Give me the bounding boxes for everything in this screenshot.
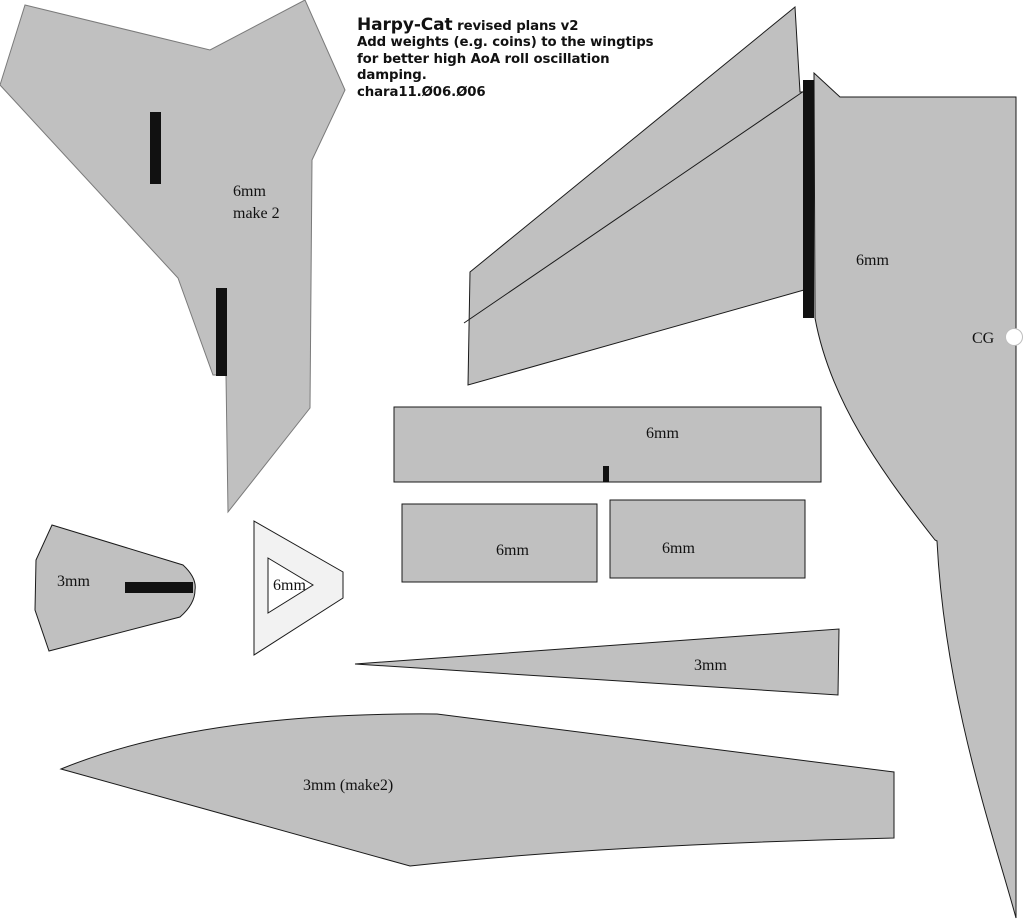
fin-slot-upper: [150, 112, 161, 184]
title-block: Harpy-Cat revised plans v2 Add weights (…: [357, 17, 654, 101]
side-strake-part: 3mm (make2): [59, 713, 895, 867]
long-rect-thickness-label: 6mm: [646, 425, 679, 442]
author-date-line: chara11.Ø06.Ø06: [357, 84, 486, 100]
fin-quantity-label: make 2: [233, 205, 280, 222]
trapezoid-frame-thickness-label: 6mm: [273, 577, 306, 594]
fuselage-outline: [813, 71, 1017, 919]
note-line-2: for better high AoA roll oscillation: [357, 51, 610, 67]
rect-right-outline: [609, 499, 806, 579]
sliver-outline: [354, 628, 840, 696]
rect-left-outline: [401, 503, 598, 583]
side-strake-thickness-label: 3mm (make2): [303, 777, 393, 794]
trapezoid-frame-part: 6mm: [253, 520, 344, 656]
nose-piece-outline: [34, 524, 196, 652]
fuselage-thickness-label: 6mm: [856, 252, 889, 269]
cg-label: CG: [972, 330, 995, 347]
wing-hinge-line: [463, 90, 805, 324]
fin-thickness-label: 6mm: [233, 183, 266, 200]
rect-left-thickness-label: 6mm: [496, 542, 529, 559]
sliver-thickness-label: 3mm: [694, 657, 727, 674]
note-line-3: damping.: [357, 68, 427, 84]
sliver-part: 3mm: [354, 628, 840, 696]
note-line-1: Add weights (e.g. coins) to the wingtips: [357, 35, 654, 51]
rect-right-part: 6mm: [609, 499, 806, 579]
fin-outline: [0, 0, 346, 514]
rect-left-part: 6mm: [401, 503, 598, 583]
cg-marker-icon: [1005, 328, 1023, 346]
fuselage-part: 6mm CG: [803, 71, 1023, 919]
rect-right-thickness-label: 6mm: [662, 540, 695, 557]
nose-piece-thickness-label: 3mm: [57, 573, 90, 590]
long-rect-slot: [603, 466, 609, 482]
fin-part: 6mm make 2: [0, 0, 346, 514]
project-subtitle: revised plans v2: [457, 19, 579, 34]
long-rect-part: 6mm: [393, 406, 822, 483]
nose-piece-part: 3mm: [34, 524, 196, 652]
fin-slot-lower: [216, 288, 227, 376]
fuselage-spar-slot: [803, 80, 814, 318]
trapezoid-frame-cutout: [267, 557, 314, 614]
side-strake-outline: [59, 713, 895, 867]
title-line: Harpy-Cat revised plans v2: [357, 17, 653, 35]
project-name: Harpy-Cat: [357, 15, 453, 35]
nose-piece-slot: [125, 582, 193, 593]
